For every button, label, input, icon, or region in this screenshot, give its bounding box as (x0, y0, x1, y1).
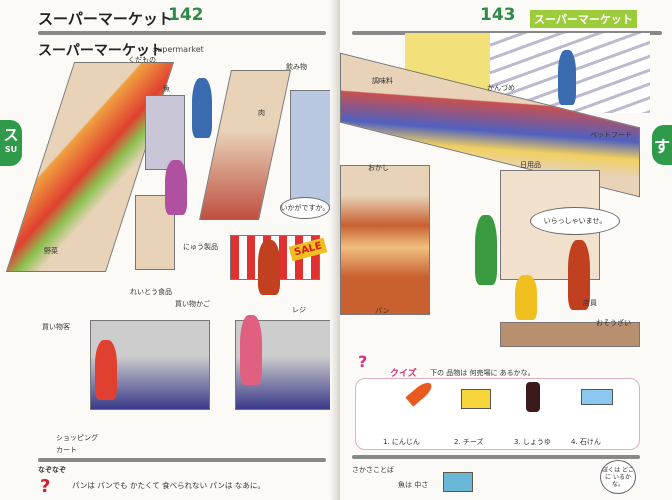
character-speech-bubble: ぼくは どこに いるかな。 (600, 460, 636, 494)
child-figure (515, 275, 537, 320)
label-frozen-food: れいとう食品 (130, 288, 172, 296)
footer-rule (352, 455, 640, 459)
page-title-english: supermarket (153, 45, 204, 54)
soy-sauce-icon (526, 382, 540, 412)
drink-shelf (290, 90, 335, 210)
tab-kana: ス (3, 126, 19, 144)
label-register: レジ (292, 306, 306, 314)
label-clerk: 店員 (583, 299, 597, 307)
side-index-tab: ス SU (0, 120, 22, 166)
label-pet-food: ペットフード (590, 131, 632, 139)
shopper-figure (475, 215, 497, 285)
soap-icon (581, 389, 613, 405)
right-page: 143 スーパーマーケット す いらっしゃいませ。 調味料 かんづめ ペットフー… (340, 0, 672, 500)
quiz-item: 2. チーズ (454, 438, 484, 446)
quiz-box: 1. にんじん 2. チーズ 3. しょうゆ 4. 石けん (355, 378, 640, 450)
label-shopping-cart: ショッピングカート (56, 434, 98, 454)
wordplay-text: 魚は 中さ (398, 481, 429, 489)
label-dairy: にゅう製品 (183, 243, 218, 251)
deli-counter (500, 322, 640, 347)
store-clerk-figure (568, 240, 590, 310)
carrot-icon (405, 379, 435, 407)
label-meat: 肉 (258, 109, 265, 117)
label-basket: 買い物かご (175, 300, 210, 308)
label-canned: かんづめ (487, 84, 515, 92)
speech-bubble: いらっしゃいませ。 (530, 207, 620, 235)
shopper-figure (95, 340, 117, 400)
bread-shelf (340, 165, 430, 315)
fish-case (145, 95, 185, 170)
footer-rule (38, 458, 326, 462)
quiz-question: 下の 品物は 何売場に あるかな。 (430, 369, 535, 377)
side-index-tab: す (652, 125, 672, 165)
quiz-item: 4. 石けん (571, 438, 601, 446)
label-vegetables: 野菜 (44, 247, 58, 255)
page-header: スーパーマーケット (38, 10, 173, 28)
label-fish: 魚 (163, 85, 170, 93)
boy-on-stairs (558, 50, 576, 105)
shopper-figure (240, 315, 262, 385)
header-rule (38, 31, 326, 35)
label-bread: パン (375, 307, 390, 315)
question-mark-icon: ? (40, 476, 51, 497)
quiz-item: 3. しょうゆ (514, 438, 551, 446)
page-title: スーパーマーケット (38, 43, 164, 59)
label-drinks: 飲み物 (286, 63, 307, 71)
quiz-icon: ? (358, 352, 368, 371)
label-deli: おそうざい (596, 319, 631, 327)
riddle-text: パンは パンでも かたくて 食べられない パンは なあに。 (72, 481, 265, 490)
clerk-figure (258, 240, 280, 295)
label-fruit: くだもの (128, 56, 156, 64)
label-snacks: おかし (368, 164, 389, 172)
label-shopper: 買い物客 (42, 323, 70, 331)
riddle-heading: なぞなぞ (38, 466, 66, 474)
cheese-icon (461, 389, 491, 409)
meat-case (199, 70, 291, 220)
tab-romaji: SU (4, 145, 18, 154)
label-daily-goods: 日用品 (520, 161, 541, 169)
shopper-figure (192, 78, 212, 138)
page-header-tab: スーパーマーケット (530, 10, 637, 28)
quiz-heading: クイズ (390, 369, 417, 379)
label-seasoning: 調味料 (372, 77, 393, 85)
quiz-item: 1. にんじん (383, 438, 420, 446)
page-number: 143 (480, 5, 516, 25)
page-number: 142 (168, 5, 204, 25)
shopper-figure (165, 160, 187, 215)
speech-bubble: いかがですか。 (280, 197, 330, 219)
wordplay-heading: さかさことば (352, 466, 394, 474)
left-page: スーパーマーケット 142 スーパーマーケット supermarket ス SU… (0, 0, 338, 500)
fish-tank-icon (443, 472, 473, 492)
